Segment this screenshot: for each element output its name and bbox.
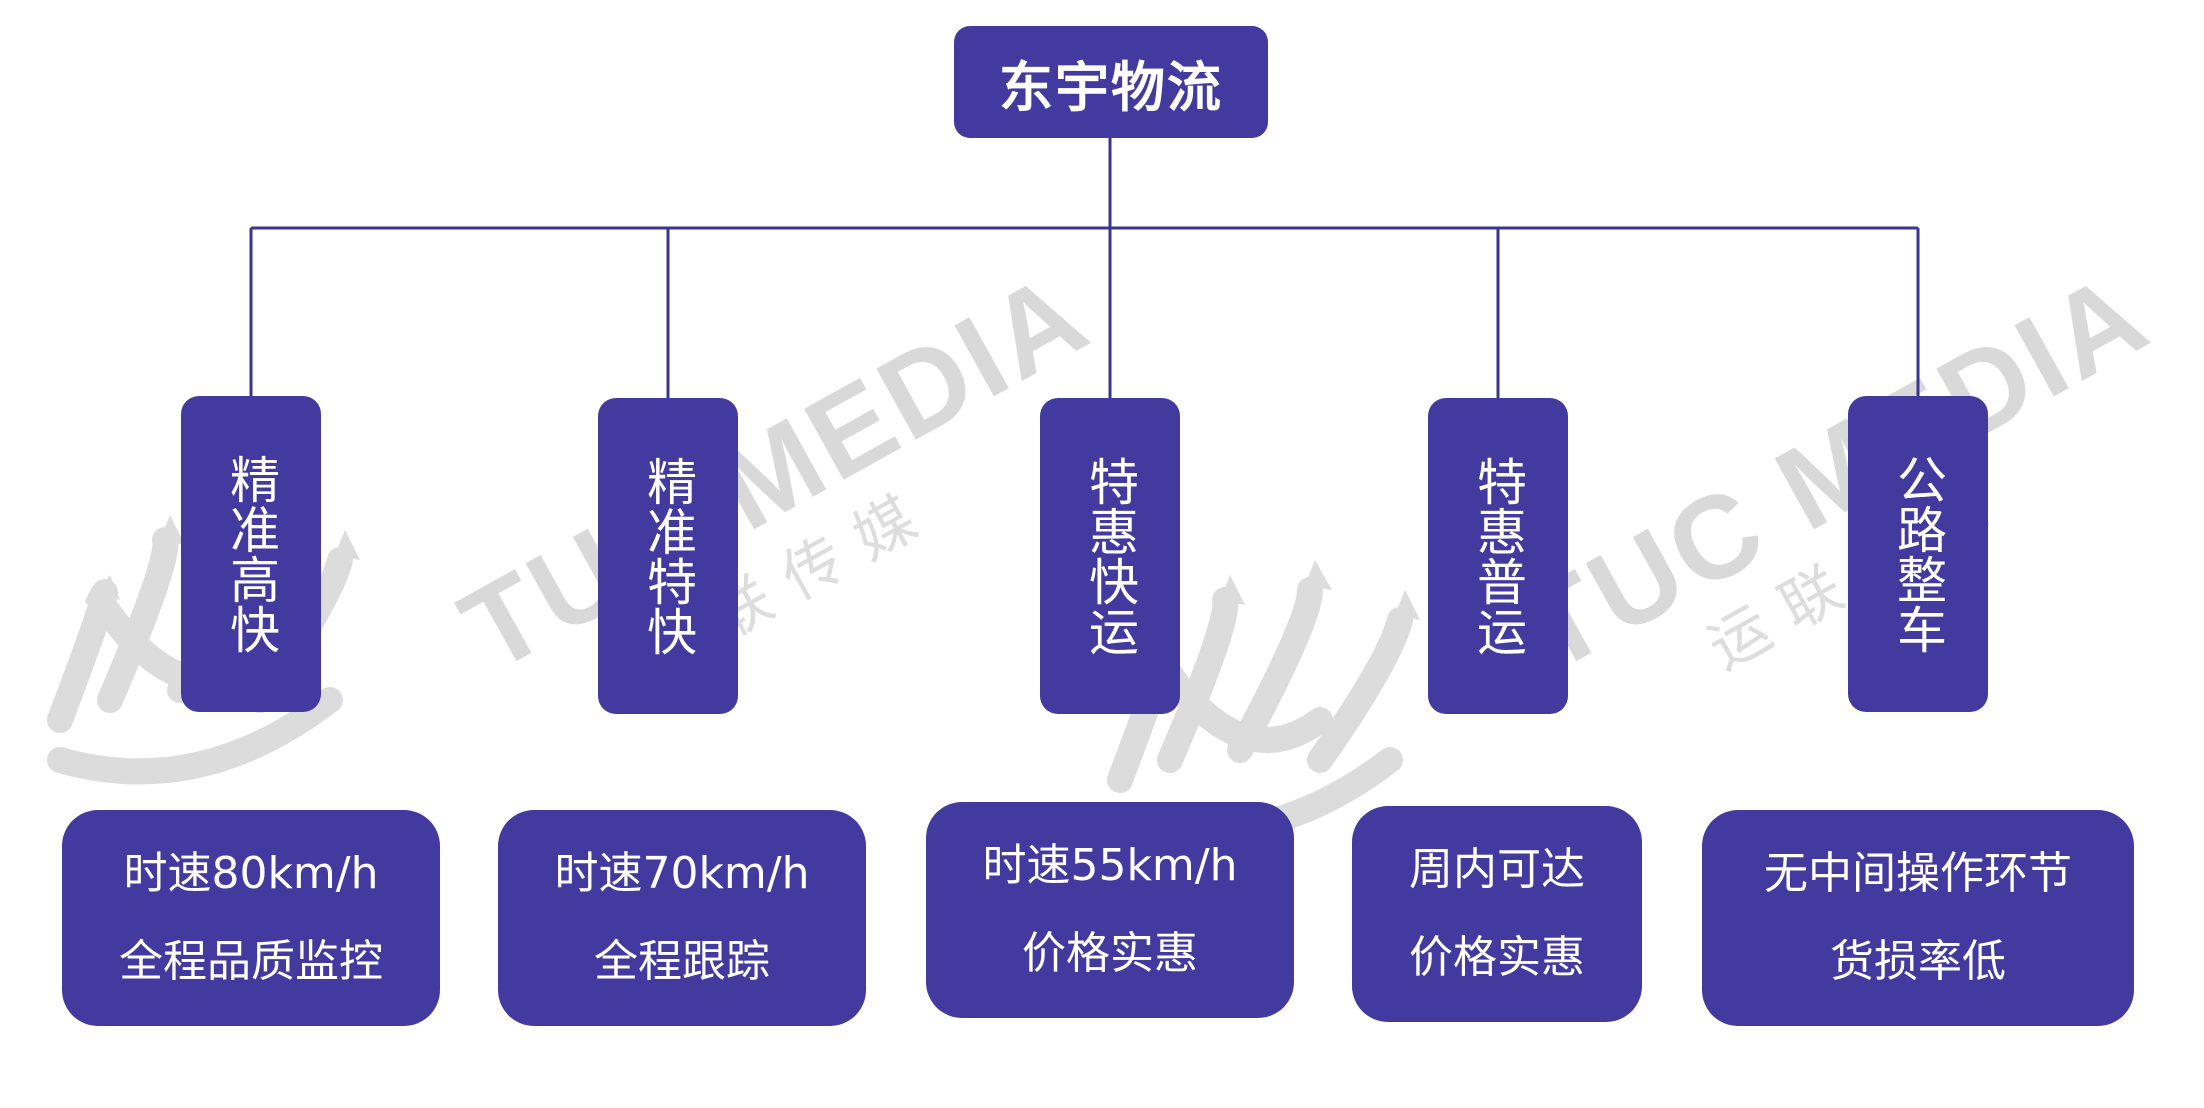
detail-line-2: 全程跟踪 <box>594 936 770 987</box>
branch-node-5: 公路整车 <box>1848 396 1988 712</box>
detail-node-1: 时速80km/h 全程品质监控 <box>62 810 440 1026</box>
branch-title: 精准特快 <box>639 456 697 656</box>
root-label: 东宇物流 <box>999 55 1223 119</box>
branch-title: 公路整车 <box>1889 454 1947 654</box>
detail-node-5: 无中间操作环节 货损率低 <box>1702 810 2134 1026</box>
detail-line-2: 货损率低 <box>1830 936 2006 987</box>
detail-line-1: 时速80km/h <box>123 848 379 899</box>
detail-line-1: 时速70km/h <box>554 848 810 899</box>
detail-node-3: 时速55km/h 价格实惠 <box>926 802 1294 1018</box>
detail-line-1: 无中间操作环节 <box>1764 848 2072 899</box>
detail-line-2: 全程品质监控 <box>119 936 383 987</box>
detail-line-2: 价格实惠 <box>1409 932 1585 983</box>
branch-title: 特惠快运 <box>1081 456 1139 656</box>
root-node: 东宇物流 <box>954 26 1268 138</box>
branch-node-1: 精准高快 <box>181 396 321 712</box>
branch-node-4: 特惠普运 <box>1428 398 1568 714</box>
detail-line-1: 时速55km/h <box>982 840 1238 891</box>
branch-title: 精准高快 <box>222 454 280 654</box>
branch-node-2: 精准特快 <box>598 398 738 714</box>
detail-line-2: 价格实惠 <box>1022 928 1198 979</box>
branch-node-3: 特惠快运 <box>1040 398 1180 714</box>
detail-line-1: 周内可达 <box>1409 844 1585 895</box>
detail-node-2: 时速70km/h 全程跟踪 <box>498 810 866 1026</box>
branch-title: 特惠普运 <box>1469 456 1527 656</box>
detail-node-4: 周内可达 价格实惠 <box>1352 806 1642 1022</box>
